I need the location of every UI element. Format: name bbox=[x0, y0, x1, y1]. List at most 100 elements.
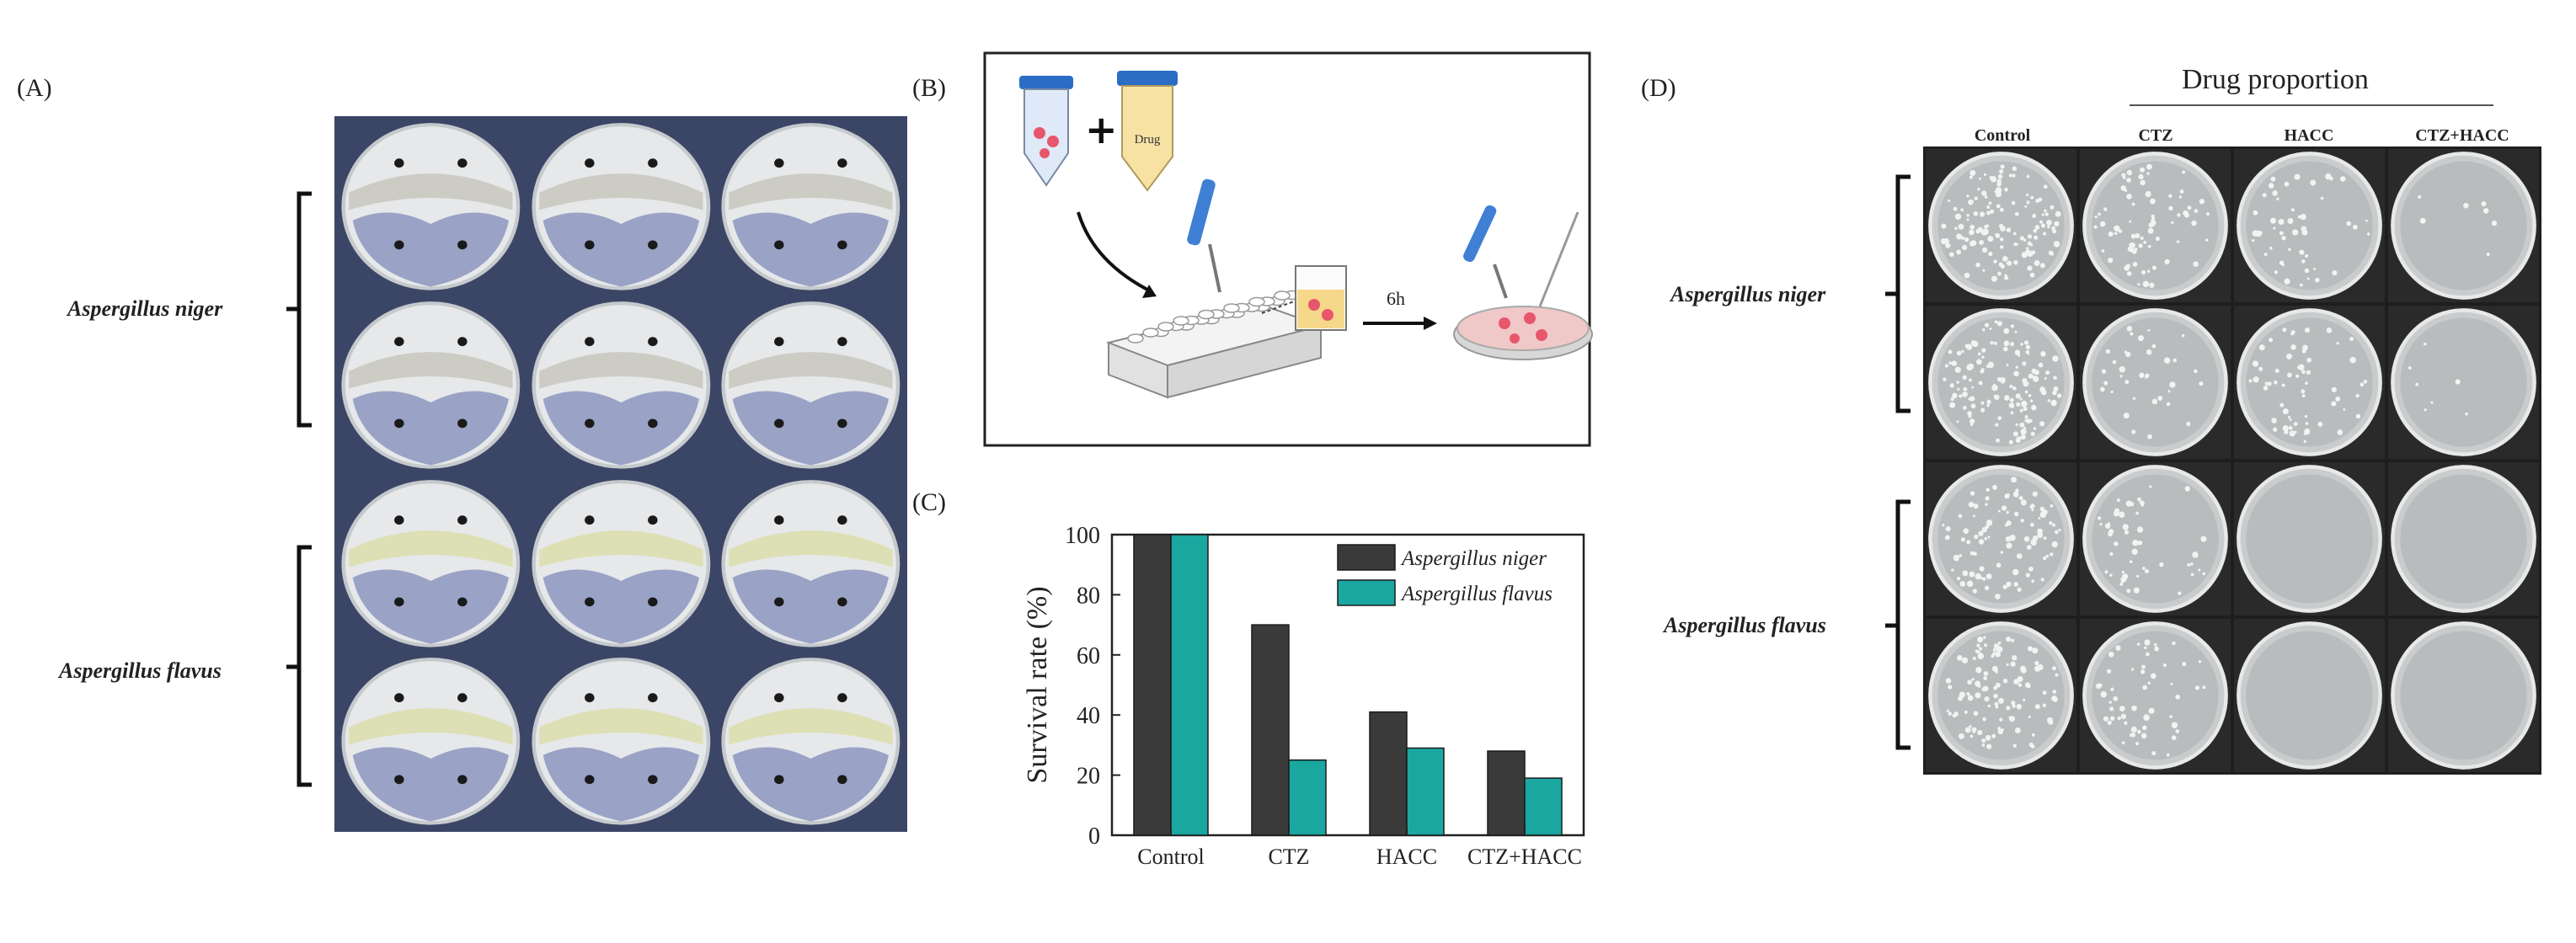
drug-tube-icon: Drug bbox=[1117, 71, 1178, 192]
colony-plate-image bbox=[2080, 149, 2231, 302]
panel-d-species-niger: Aspergillus niger bbox=[1670, 282, 1826, 306]
colony-plate-image bbox=[1926, 619, 2076, 772]
petri-dish bbox=[718, 476, 904, 651]
colony-plate bbox=[2388, 149, 2539, 302]
bar-flavus bbox=[1406, 747, 1445, 836]
colony-plate bbox=[1926, 619, 2076, 772]
petri-dish bbox=[338, 297, 524, 472]
colony-plate bbox=[2388, 306, 2539, 459]
y-tick-label: 60 bbox=[1077, 643, 1100, 669]
colony-plate-image bbox=[2080, 619, 2231, 772]
bar-flavus bbox=[1524, 777, 1563, 836]
petri-dish bbox=[527, 297, 714, 472]
panel-b-label: (B) bbox=[912, 74, 946, 102]
column-header-control: Control bbox=[1974, 126, 2031, 145]
petri-dish-image bbox=[718, 476, 904, 651]
petri-dish bbox=[527, 120, 714, 294]
petri-dish-image bbox=[527, 654, 714, 828]
legend-label: Aspergillus flavus bbox=[1400, 583, 1553, 605]
bar-niger bbox=[1251, 624, 1290, 836]
bar-flavus bbox=[1288, 759, 1327, 836]
panel-c-label: (C) bbox=[912, 488, 946, 516]
panel-d-brackets bbox=[1885, 174, 1911, 750]
y-tick-label: 40 bbox=[1077, 703, 1100, 729]
panel-a-species-niger: Aspergillus niger bbox=[67, 296, 223, 321]
panel-a-species-flavus: Aspergillus flavus bbox=[59, 658, 222, 683]
incubation-time-label: 6h bbox=[1387, 288, 1405, 309]
colony-plate bbox=[2080, 462, 2231, 615]
petri-dish-image bbox=[338, 654, 524, 828]
legend-swatch bbox=[1337, 544, 1396, 571]
petri-dish-image bbox=[527, 476, 714, 651]
colony-plate bbox=[1926, 462, 2076, 615]
petri-dish-image bbox=[718, 297, 904, 472]
column-header-ctz: CTZ bbox=[2138, 126, 2173, 145]
petri-dish-image bbox=[527, 120, 714, 294]
colony-plate bbox=[2234, 306, 2385, 459]
colony-plate bbox=[2234, 619, 2385, 772]
petri-dish-image bbox=[338, 476, 524, 651]
petri-dish bbox=[338, 654, 524, 828]
column-header-hacc: HACC bbox=[2284, 126, 2334, 145]
colony-plate-image bbox=[2234, 462, 2385, 615]
colony-plate-image bbox=[2234, 619, 2385, 772]
petri-dish bbox=[527, 654, 714, 828]
colony-plate bbox=[2080, 149, 2231, 302]
panel-d-species-flavus: Aspergillus flavus bbox=[1664, 613, 1826, 637]
panel-a-label: (A) bbox=[17, 74, 52, 102]
petri-dish-image bbox=[718, 654, 904, 828]
colony-plate bbox=[2234, 149, 2385, 302]
panel-a-dish-grid bbox=[334, 116, 907, 832]
bar-niger bbox=[1133, 534, 1172, 836]
colony-plate bbox=[2080, 306, 2231, 459]
colony-plate-image bbox=[2388, 306, 2539, 459]
y-tick-label: 80 bbox=[1077, 583, 1100, 609]
petri-dish bbox=[718, 654, 904, 828]
colony-plate-image bbox=[2388, 149, 2539, 302]
drug-proportion-header: Drug proportion bbox=[2182, 64, 2369, 95]
colony-plate-image bbox=[2080, 462, 2231, 615]
y-tick-label: 0 bbox=[1088, 823, 1100, 850]
colony-plate-image bbox=[1926, 306, 2076, 459]
colony-plate bbox=[1926, 149, 2076, 302]
y-tick-label: 20 bbox=[1077, 764, 1100, 790]
panel-d-label: (D) bbox=[1641, 74, 1676, 102]
panel-a-brackets bbox=[286, 191, 312, 787]
petri-dish bbox=[718, 120, 904, 294]
colony-plate-image bbox=[1926, 149, 2076, 302]
petri-dish-image bbox=[527, 297, 714, 472]
colony-plate bbox=[1926, 306, 2076, 459]
svg-text:+: + bbox=[1085, 107, 1118, 152]
petri-dish bbox=[527, 476, 714, 651]
cell-tube-icon bbox=[1019, 76, 1073, 187]
header-underline bbox=[2130, 104, 2493, 106]
x-tick-label: CTZ bbox=[1268, 844, 1309, 869]
arrow-head-icon bbox=[1142, 285, 1157, 298]
bar-niger bbox=[1487, 750, 1526, 836]
colony-plate bbox=[2080, 619, 2231, 772]
panel-d-dish-grid bbox=[1923, 147, 2541, 775]
chart-frame bbox=[1110, 533, 1585, 837]
colony-plate-image bbox=[2080, 306, 2231, 459]
legend-swatch bbox=[1337, 579, 1396, 606]
beaker-icon bbox=[1261, 265, 1347, 331]
petri-dish-image bbox=[338, 297, 524, 472]
bar-flavus bbox=[1170, 534, 1209, 836]
petri-dish bbox=[338, 476, 524, 651]
column-header-ctz-hacc: CTZ+HACC bbox=[2415, 126, 2509, 145]
y-tick-label: 100 bbox=[1065, 523, 1100, 549]
petri-dish bbox=[718, 297, 904, 472]
x-tick-label: CTZ+HACC bbox=[1467, 844, 1582, 869]
panel-d-column-headers: Control CTZ HACC CTZ+HACC bbox=[1926, 126, 2539, 150]
drug-tube-label: Drug bbox=[1135, 133, 1161, 147]
legend-label: Aspergillus niger bbox=[1400, 547, 1547, 570]
petri-dish-image bbox=[338, 120, 524, 294]
pipette-icon bbox=[1187, 178, 1221, 293]
colony-plate-image bbox=[2388, 619, 2539, 772]
panel-b-schematic: + Drug 6h bbox=[983, 51, 1593, 447]
x-tick-label: Control bbox=[1137, 844, 1204, 869]
colony-plate-image bbox=[1926, 462, 2076, 615]
petri-dish bbox=[338, 120, 524, 294]
colony-plate-image bbox=[2234, 306, 2385, 459]
colony-plate-image bbox=[2388, 462, 2539, 615]
